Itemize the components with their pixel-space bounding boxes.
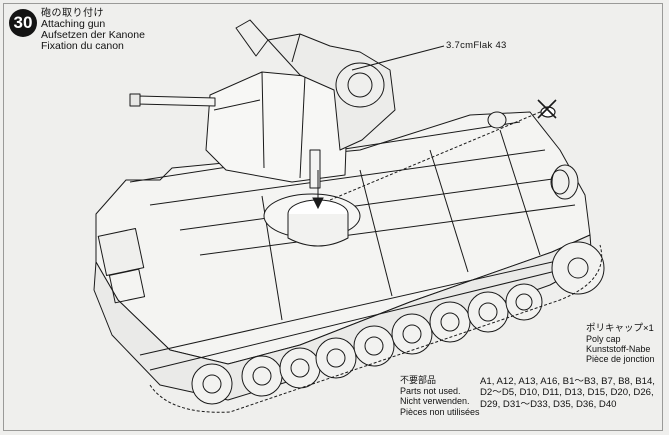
poly-cap-label-ja: ポリキャップ×1	[586, 323, 654, 334]
front-drum	[551, 164, 579, 200]
poly-cap-legend: ポリキャップ×1 Poly cap Kunststoff-Nabe Pièce …	[586, 323, 655, 365]
parts-not-used-list: A1, A12, A13, A16, B1～B3, B7, B8, B14, D…	[480, 376, 665, 410]
parts-line-1: A1, A12, A13, A16, B1～B3, B7, B8, B14,	[480, 376, 655, 387]
page-frame	[3, 3, 663, 431]
poly-cap-label-fr: Pièce de jonction	[586, 354, 655, 364]
parts-line-3: D29, D31～D33, D35, D36, D40	[480, 398, 617, 410]
step-titles: 砲の取り付け Attaching gun Aufsetzen der Kanon…	[41, 8, 145, 52]
step-title-en: Attaching gun	[41, 18, 106, 30]
poly-cap-label-de: Kunststoff-Nabe	[586, 344, 651, 354]
not-used-label-en: Parts not used.	[400, 385, 461, 396]
flak-leader	[351, 45, 445, 71]
road-wheels	[191, 241, 605, 405]
not-used-label-ja: 不要部品	[400, 375, 437, 385]
track	[149, 244, 603, 413]
parts-line-2: D2～D5, D10, D11, D13, D15, D20, D26,	[480, 387, 654, 399]
step-title-ja: 砲の取り付け	[41, 8, 104, 19]
not-used-label-fr: Pièces non utilisées	[400, 406, 480, 417]
step-title-fr: Fixation du canon	[41, 40, 124, 52]
gun-shield	[205, 71, 349, 183]
poly-cap-icon	[537, 99, 557, 119]
rear-box	[97, 227, 145, 277]
poly-cap-label-en: Poly cap	[586, 334, 621, 344]
not-used-label-de: Nicht verwenden.	[400, 396, 470, 406]
poly-cap-leader	[329, 109, 546, 201]
parts-not-used-heading: 不要部品 Parts not used. Nicht verwenden. Pi…	[400, 375, 480, 417]
flak-callout-label: 3.7cmFlak 43	[446, 40, 507, 51]
gun-barrel	[137, 95, 216, 107]
step-number-badge: 30	[9, 9, 37, 37]
step-title-de: Aufsetzen der Kanone	[41, 29, 145, 41]
